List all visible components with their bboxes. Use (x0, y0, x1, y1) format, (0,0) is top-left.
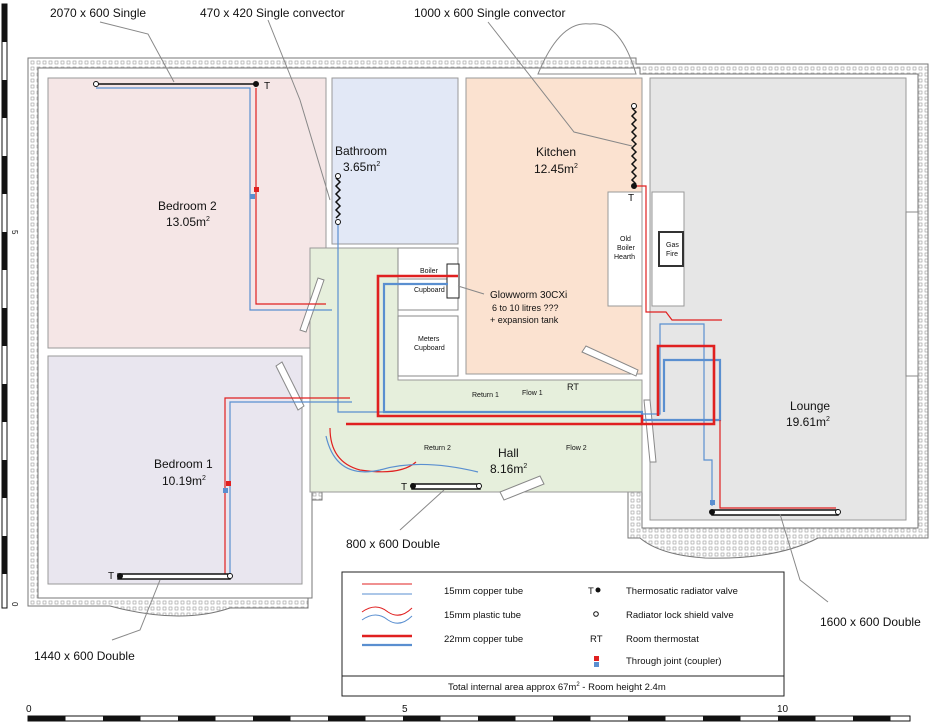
room-area-bath: 3.65m2 (343, 160, 380, 174)
scale-y-5: 5 (10, 230, 19, 235)
boiler-note-2: 6 to 10 litres ??? (492, 303, 559, 313)
room-area-lounge: 19.61m2 (786, 415, 830, 429)
room-name-bed2: Bedroom 2 (158, 199, 217, 213)
legend (341, 571, 785, 697)
radiator-label-hall: 800 x 600 Double (346, 537, 440, 551)
hearth-label-2: Boiler (617, 245, 636, 252)
room-bedroom-1 (47, 355, 303, 585)
room-name-hall: Hall (498, 446, 519, 460)
couplers (223, 187, 715, 505)
meters-cupboard-label-1: Meters (418, 336, 440, 343)
legend-rt: Room thermostat (626, 634, 699, 645)
pipe-label-flow-2: Flow 2 (566, 445, 587, 452)
room-area-hall: 8.16m2 (490, 462, 527, 476)
legend-lockshield: Radiator lock shield valve (626, 610, 734, 621)
legend-plastic-15: 15mm plastic tube (444, 610, 521, 621)
legend-rt-symbol: RT (590, 634, 603, 645)
legend-trv-symbol: T (588, 586, 594, 597)
valves (93, 81, 841, 579)
scale-bar-horizontal (27, 715, 911, 722)
boiler-cupboard-label-2: Cupboard (414, 287, 445, 294)
boiler-unit (446, 263, 460, 299)
meters-cupboard-label-2: Cupboard (414, 345, 445, 352)
pipe-label-flow-1: Flow 1 (522, 390, 543, 397)
room-area-kitchen: 12.45m2 (534, 162, 578, 176)
legend-joint: Through joint (coupler) (626, 656, 722, 667)
hearth-label-3: Hearth (614, 254, 635, 261)
hearth-label-1: Old (620, 236, 631, 243)
trv-marker-bed2: T (264, 81, 270, 92)
plastic-tubes (325, 427, 479, 473)
room-bedroom-2 (47, 77, 327, 349)
boiler-cupboard-label-1: Boiler (420, 268, 439, 275)
room-name-bath: Bathroom (335, 144, 387, 158)
boiler-note-3: + expansion tank (490, 315, 559, 325)
room-thermostat-marker: RT (567, 382, 579, 392)
legend-copper-15: 15mm copper tube (444, 586, 523, 597)
trv-marker-kitchen: T (628, 193, 634, 204)
room-area-bed2: 13.05m2 (166, 215, 210, 229)
gas-fire-label-2: Fire (666, 251, 678, 258)
room-name-lounge: Lounge (790, 399, 830, 413)
old-boiler-hearth (607, 191, 643, 307)
scale-x-10: 10 (777, 704, 789, 715)
scale-bar-vertical (1, 3, 8, 609)
radiator-label-bed2: 2070 x 600 Single (50, 6, 146, 20)
legend-footer: Total internal area approx 67m2 - Room h… (448, 682, 666, 693)
radiator-label-lounge: 1600 x 600 Double (820, 615, 921, 629)
scale-y-0: 0 (10, 602, 19, 607)
boiler-note-1: Glowworm 30CXi (490, 290, 567, 301)
gas-fire (658, 231, 684, 267)
doors (275, 23, 919, 501)
legend-trv: Thermosatic radiator valve (626, 586, 738, 597)
radiator-label-bath: 470 x 420 Single convector (200, 6, 345, 20)
room-name-bed1: Bedroom 1 (154, 457, 213, 471)
trv-marker-bed1: T (108, 571, 114, 582)
room-name-kitchen: Kitchen (536, 145, 576, 159)
radiator-label-kitchen: 1000 x 600 Single convector (414, 6, 565, 20)
pipe-label-return-2: Return 2 (424, 445, 451, 452)
radiator-label-bed1: 1440 x 600 Double (34, 649, 135, 663)
room-area-bed1: 10.19m2 (162, 474, 206, 488)
trv-marker-hall: T (401, 482, 407, 493)
pipe-label-return-1: Return 1 (472, 392, 499, 399)
scale-x-5: 5 (402, 704, 408, 715)
leader-lines (99, 19, 829, 641)
legend-copper-22: 22mm copper tube (444, 634, 523, 645)
flow-pipes-22 (346, 274, 716, 426)
meters-cupboard (397, 315, 459, 377)
scale-x-0: 0 (26, 704, 32, 715)
room-lounge (649, 77, 907, 521)
gas-fire-label-1: Gas (666, 242, 679, 249)
flow-pipes (224, 88, 836, 574)
room-bathroom (331, 77, 459, 245)
